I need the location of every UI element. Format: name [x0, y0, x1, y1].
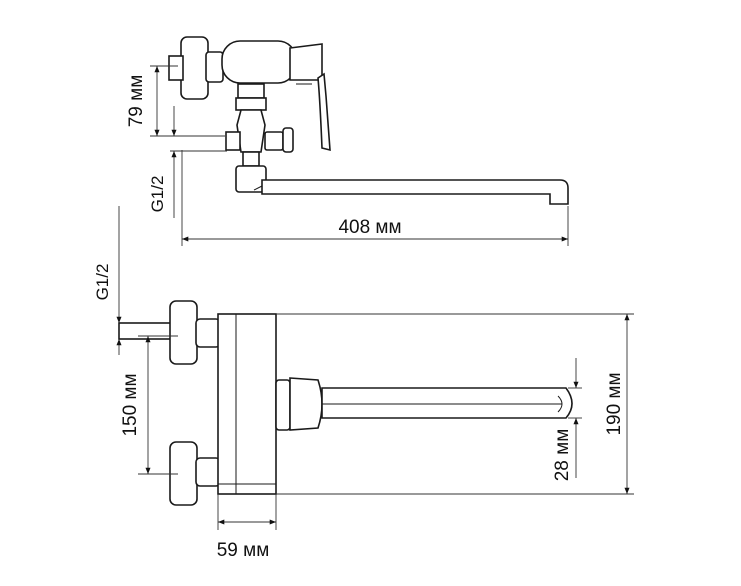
top-spout-swivel: [235, 165, 267, 193]
top-diverter-body: [236, 109, 266, 153]
side-mixer-body: [217, 313, 277, 495]
spout-length-label: 408 мм: [338, 217, 401, 238]
inlet-spacing-label: 150 мм: [120, 373, 141, 436]
body-height-label: 190 мм: [604, 372, 625, 435]
top-height-label: 79 мм: [126, 75, 147, 128]
side-spout: [321, 387, 573, 419]
top-connector: [237, 83, 265, 99]
side-thread-label: G1/2: [93, 264, 112, 301]
side-upper-nut: [195, 318, 221, 348]
side-upper-pipe: [118, 322, 172, 340]
top-cartridge-cap: [289, 43, 323, 81]
top-inlet-cap: [264, 131, 284, 151]
top-flange: [180, 36, 209, 100]
top-nut: [205, 51, 224, 83]
top-view: [168, 36, 569, 205]
side-lower-nut: [195, 457, 221, 487]
top-thread-label: G1/2: [148, 176, 167, 213]
top-spout: [261, 179, 569, 205]
top-inlet-nut: [225, 131, 241, 151]
side-upper-flange: [169, 300, 198, 365]
top-lever-handle: [317, 72, 331, 152]
side-spout-swivel: [289, 377, 323, 431]
side-dimension-lines: [116, 206, 634, 530]
top-mixer-body: [221, 40, 297, 84]
side-view: [118, 300, 573, 506]
body-depth-label: 59 мм: [217, 540, 270, 561]
top-eccentric-stub: [168, 55, 184, 81]
spout-height-label: 28 мм: [552, 429, 573, 482]
side-lower-flange: [169, 441, 198, 506]
top-dimension-lines: [150, 65, 569, 246]
